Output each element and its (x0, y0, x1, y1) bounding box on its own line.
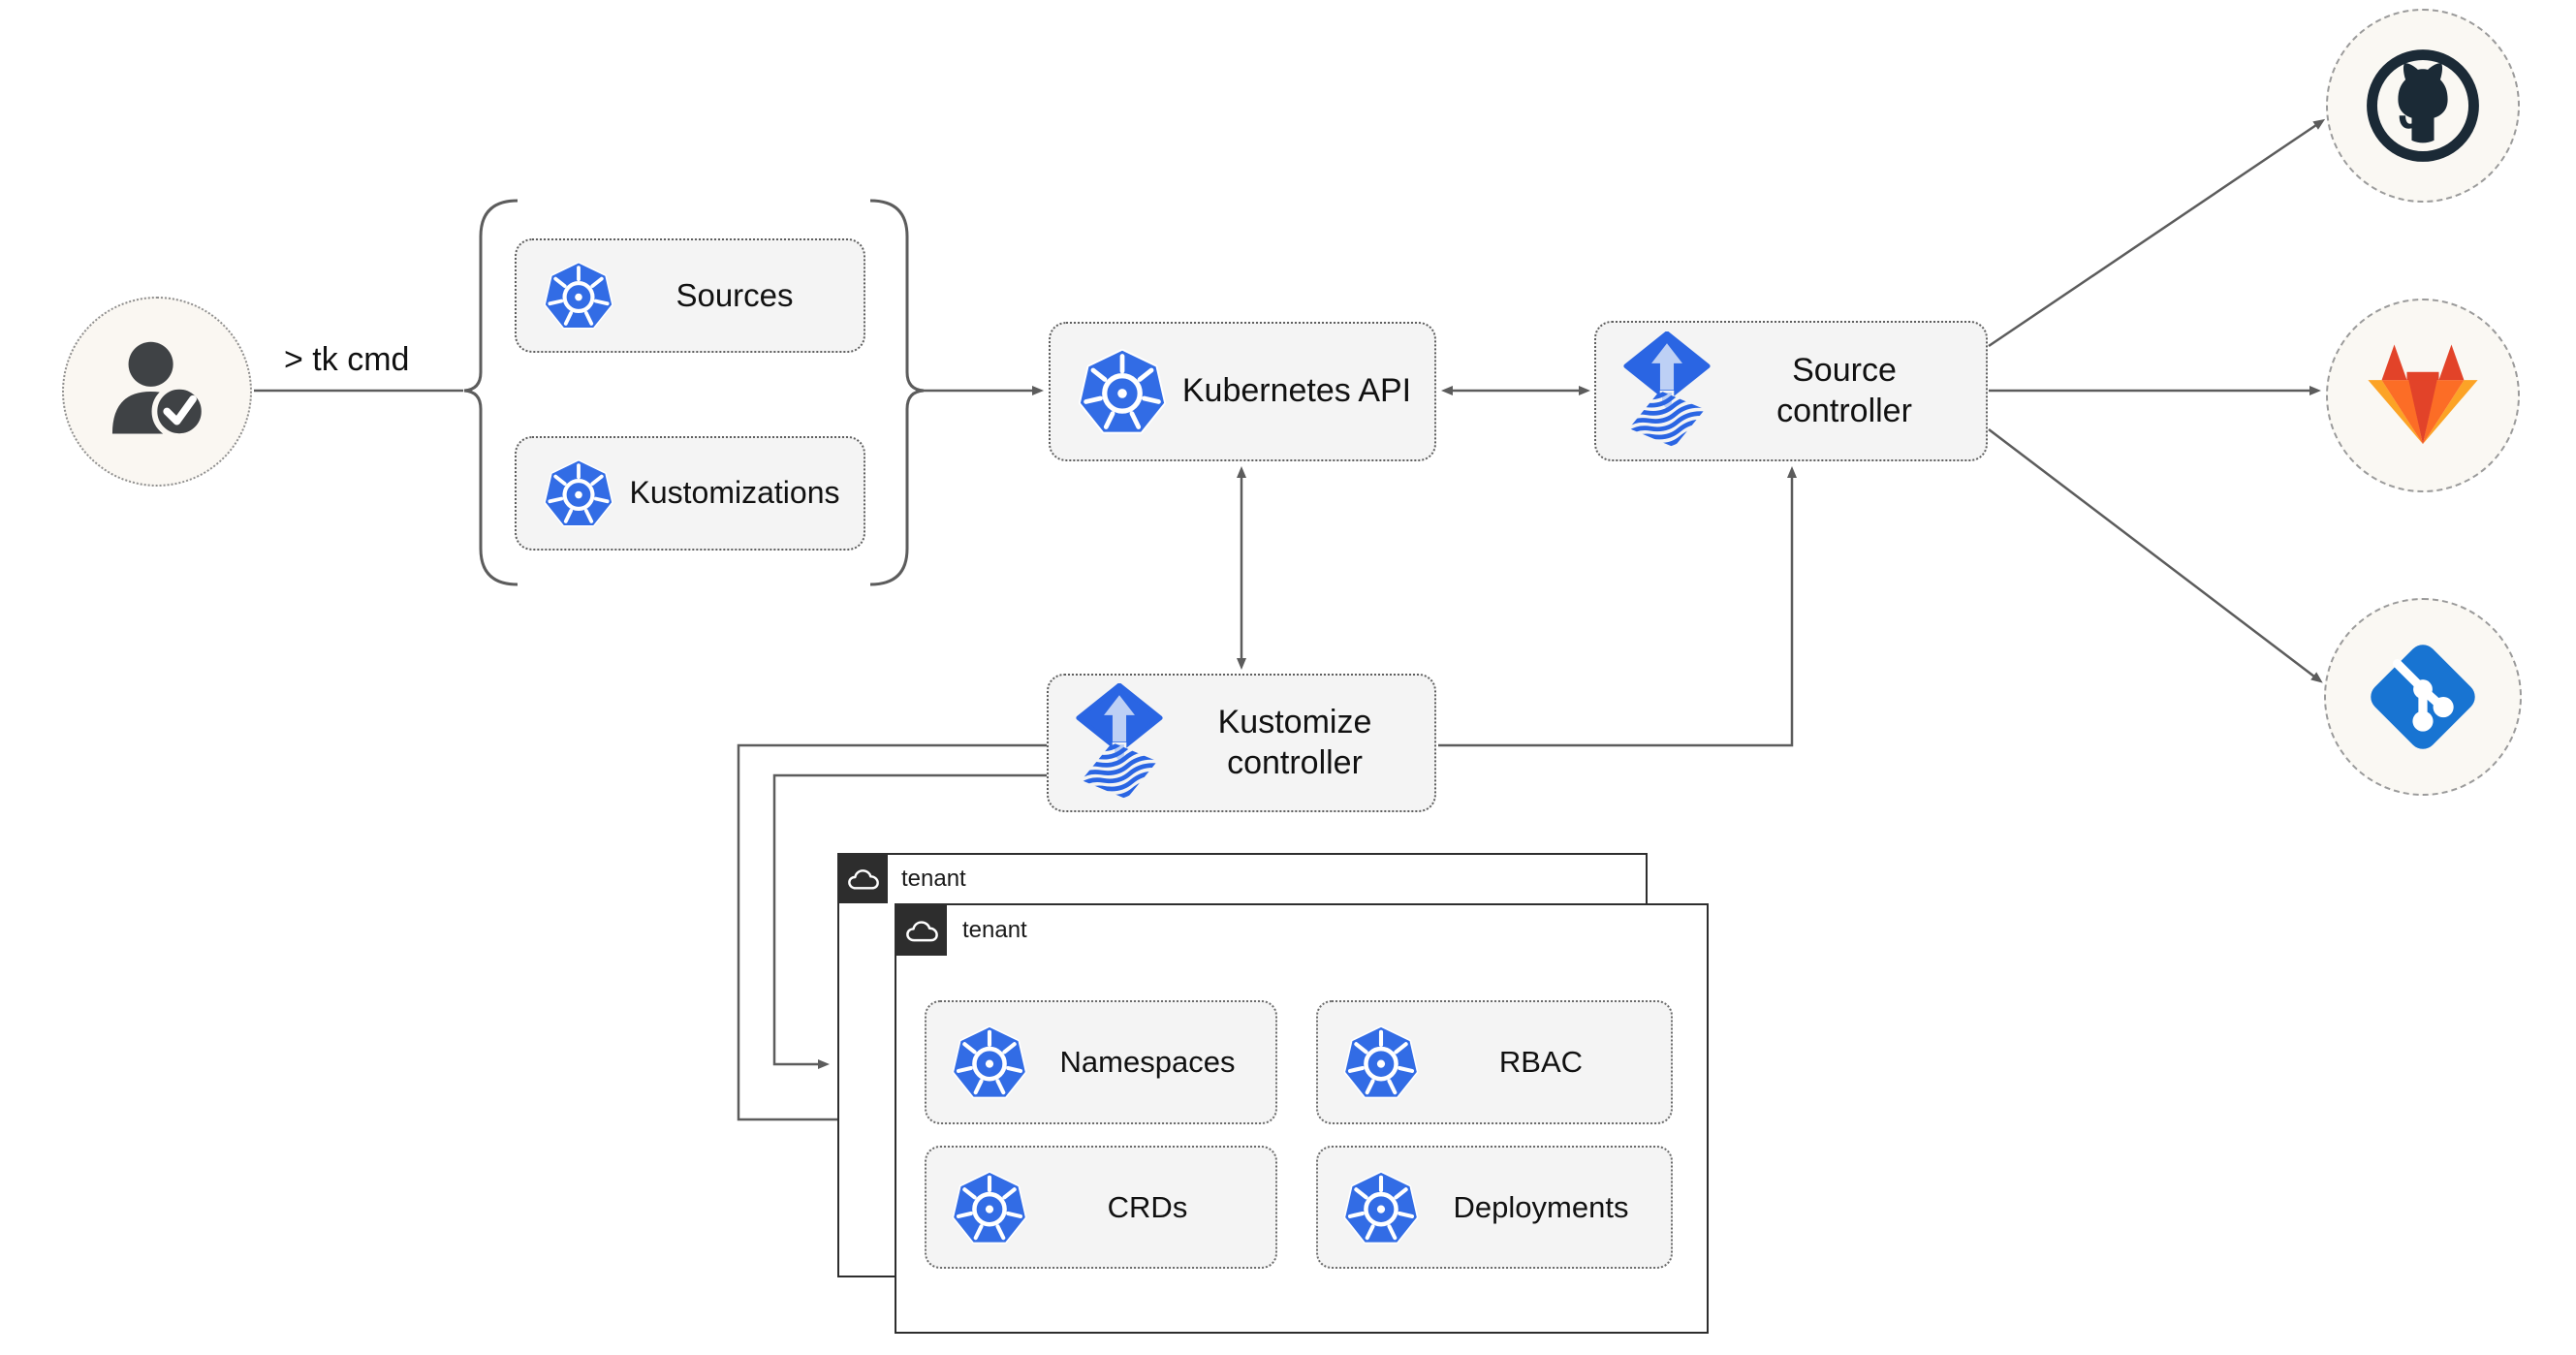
kubernetes-api-node: Kubernetes API (1049, 322, 1436, 461)
crds-label: CRDs (1107, 1189, 1188, 1224)
kubernetes-icon (1341, 1023, 1421, 1102)
cloud-icon (848, 867, 879, 891)
git-icon (2359, 633, 2487, 761)
git-node (2324, 598, 2522, 796)
tenant-label: tenant (962, 917, 1027, 943)
edge-kustomizectl-sourcectl (1438, 466, 1797, 747)
kustomize-controller-label: Kustomize controller (1217, 704, 1372, 781)
namespaces-label: Namespaces (1059, 1045, 1236, 1080)
kustomizations-label: Kustomizations (629, 475, 840, 511)
kubernetes-icon (1341, 1168, 1421, 1247)
bracket-right (869, 199, 925, 586)
flux-icon (1621, 331, 1712, 452)
tenant-corner (896, 905, 947, 956)
source-controller-node: Source controller (1594, 321, 1988, 461)
kustomize-controller-node: Kustomize controller (1047, 674, 1436, 812)
tk-cmd-label: > tk cmd (284, 341, 410, 378)
tenant-corner (839, 855, 888, 903)
kubernetes-icon (1076, 345, 1169, 438)
flux-icon (1074, 683, 1165, 804)
cloud-icon (906, 919, 938, 943)
user-check-icon (95, 330, 219, 454)
kubernetes-api-label: Kubernetes API (1181, 372, 1412, 410)
crds-node: CRDs (925, 1146, 1277, 1269)
source-controller-label: Source controller (1776, 352, 1912, 429)
kubernetes-icon (950, 1168, 1029, 1247)
deployments-node: Deployments (1316, 1146, 1673, 1269)
rbac-node: RBAC (1316, 1000, 1673, 1124)
namespaces-node: Namespaces (925, 1000, 1277, 1124)
user-node (62, 297, 252, 487)
edge-sourcectl-git (1988, 428, 2323, 683)
sources-label: Sources (675, 276, 794, 313)
tenant-label: tenant (901, 866, 966, 892)
rbac-label: RBAC (1498, 1045, 1584, 1080)
gitlab-icon (2366, 341, 2480, 450)
gitlab-node (2326, 299, 2520, 492)
kustomizations-node: Kustomizations (515, 436, 865, 551)
github-node (2326, 9, 2520, 203)
sources-node: Sources (515, 238, 865, 353)
github-icon (2361, 44, 2485, 168)
bracket-left (463, 199, 518, 586)
edge-sourcectl-github (1988, 118, 2326, 348)
tenant-box-front: tenant Namespaces RBAC CRDs Deployments (895, 903, 1709, 1334)
kubernetes-icon (542, 259, 615, 332)
kubernetes-icon (950, 1023, 1029, 1102)
deployments-label: Deployments (1453, 1189, 1629, 1224)
kubernetes-icon (542, 457, 615, 530)
